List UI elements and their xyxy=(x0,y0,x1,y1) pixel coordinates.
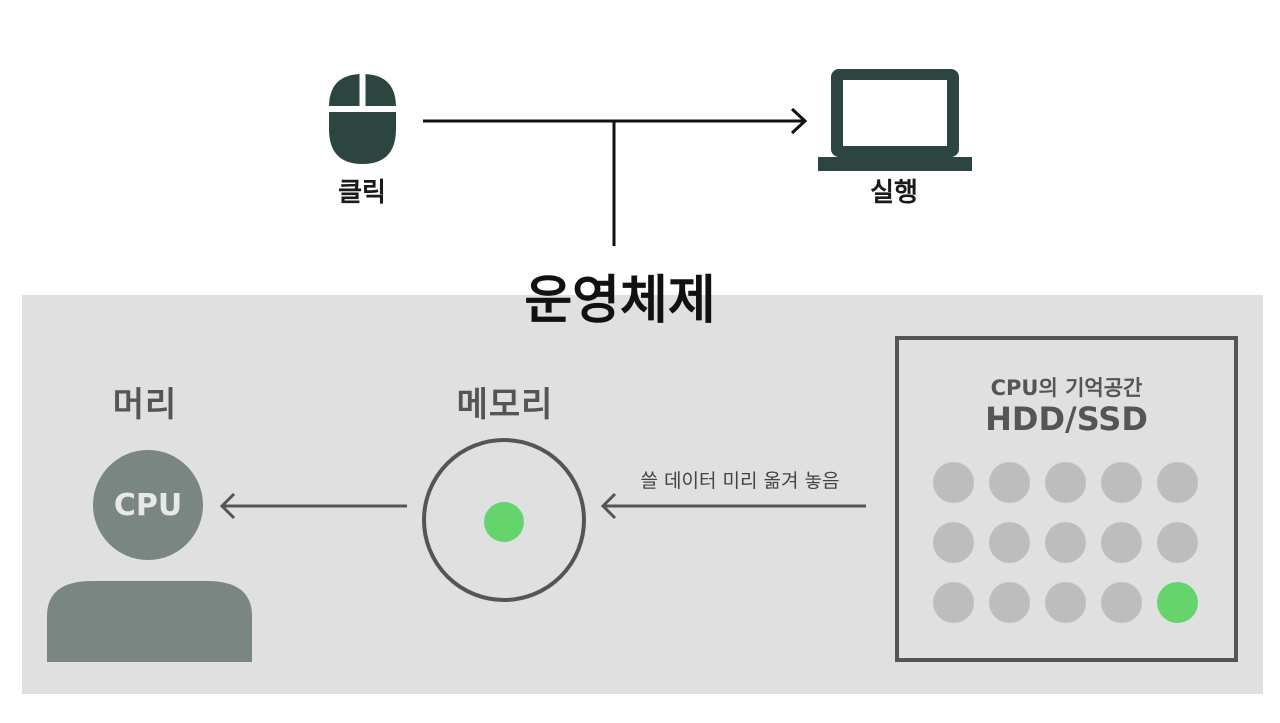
storage-cell xyxy=(1101,582,1142,623)
head-label: 머리 xyxy=(112,385,178,425)
storage-cell xyxy=(1045,522,1086,563)
execute-label: 실행 xyxy=(870,178,918,208)
flow-label: 쓸 데이터 미리 옮겨 놓음 xyxy=(640,470,840,492)
storage-cell xyxy=(1157,462,1198,503)
storage-cell xyxy=(1101,522,1142,563)
click-label: 클릭 xyxy=(338,178,386,208)
storage-box xyxy=(895,336,1238,662)
laptop-icon xyxy=(818,69,972,171)
arrow-storage-to-memory xyxy=(600,492,866,520)
storage-cell xyxy=(1045,462,1086,503)
cpu-label: CPU xyxy=(113,488,183,523)
mouse-icon xyxy=(329,74,396,164)
storage-cell xyxy=(1157,522,1198,563)
arrow-memory-to-cpu xyxy=(219,492,407,520)
storage-cell xyxy=(1101,462,1142,503)
storage-cell xyxy=(1045,582,1086,623)
storage-cell xyxy=(933,462,974,503)
storage-title: HDD/SSD xyxy=(985,400,1148,438)
os-title: 운영체제 xyxy=(524,271,716,331)
person-icon xyxy=(47,450,252,662)
storage-cell xyxy=(933,582,974,623)
storage-cell xyxy=(989,462,1030,503)
connector-lines xyxy=(423,107,808,246)
storage-caption: CPU의 기억공간 xyxy=(990,376,1143,400)
storage-grid xyxy=(933,462,1203,627)
storage-cell xyxy=(989,582,1030,623)
storage-cell xyxy=(933,522,974,563)
memory-label: 메모리 xyxy=(456,385,554,425)
storage-cell-active xyxy=(1157,582,1198,623)
storage-cell xyxy=(989,522,1030,563)
memory-circle xyxy=(422,438,586,602)
